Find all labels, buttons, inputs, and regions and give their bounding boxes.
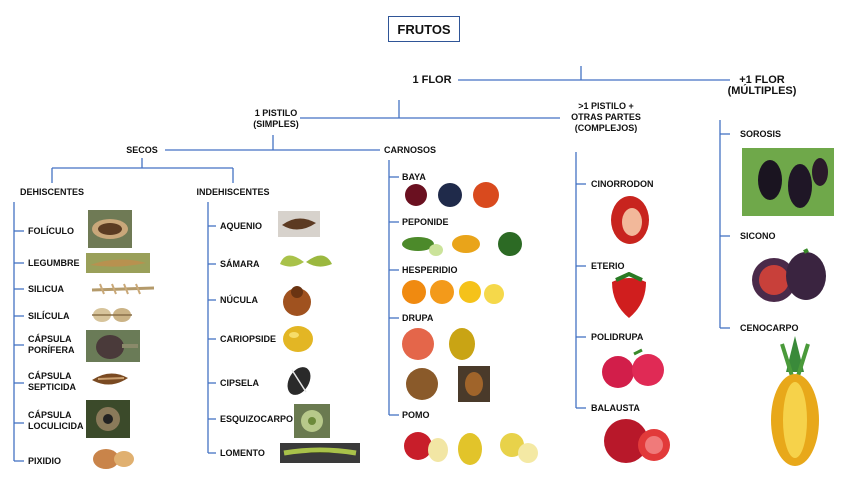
strawberry-image	[606, 272, 652, 320]
rosehip-image	[604, 192, 656, 246]
leaf-esquizocarpo: ESQUIZOCARPO	[220, 414, 293, 425]
sunflower-seed-image	[280, 364, 318, 398]
citrus-image	[400, 278, 508, 306]
leaf-nucula: NÚCULA	[220, 295, 258, 306]
samara-image	[278, 244, 334, 276]
achene-image	[278, 211, 320, 237]
pineapple-image	[768, 336, 822, 468]
loment-image	[280, 443, 360, 463]
node-fleshy: CARNOSOS	[384, 145, 436, 156]
drupes-image	[400, 326, 496, 404]
caryopsis-image	[280, 323, 316, 355]
leaf-hesperidio: HESPERIDIO	[402, 265, 458, 276]
leaf-eterio: ETERIO	[591, 261, 625, 272]
leaf-sicono: SICONO	[740, 231, 776, 242]
leaf-sorosis: SOROSIS	[740, 129, 781, 140]
node-multiple-flowers: +1 FLOR(MÚLTIPLES)	[728, 75, 797, 97]
leaf-pomo: POMO	[402, 410, 430, 421]
node-simple: 1 PISTILO(SIMPLES)	[253, 108, 299, 130]
raspberry-image	[598, 348, 668, 392]
poppy-capsule-image	[86, 330, 140, 362]
leaf-lomento: LOMENTO	[220, 448, 265, 459]
node-dehiscent: DEHISCENTES	[20, 187, 84, 198]
leaf-foliculo: FOLÍCULO	[28, 226, 74, 237]
legume-pod-image	[86, 253, 150, 273]
leaf-cariopside: CARIOPSIDE	[220, 334, 276, 345]
leaf-aquenio: AQUENIO	[220, 221, 262, 232]
cucurbits-image	[400, 230, 526, 258]
leaf-drupa: DRUPA	[402, 313, 433, 324]
leaf-balausta: BALAUSTA	[591, 403, 640, 414]
pyxidium-image	[90, 445, 136, 471]
hazelnut-image	[280, 283, 314, 317]
mulberry-image	[742, 148, 834, 216]
silique-image	[90, 280, 156, 298]
silicle-image	[90, 303, 134, 327]
leaf-legumbre: LEGUMBRE	[28, 258, 80, 269]
loculicidal-capsule-image	[86, 400, 130, 438]
pomegranate-image	[602, 415, 674, 465]
fig-image	[748, 248, 828, 306]
node-complex: >1 PISTILO +OTRAS PARTES(COMPLEJOS)	[571, 101, 641, 134]
leaf-cipsela: CIPSELA	[220, 378, 259, 389]
diagram-title: FRUTOS	[388, 16, 460, 42]
berries-image	[400, 181, 502, 209]
leaf-polidrupa: POLIDRUPA	[591, 332, 643, 343]
leaf-samara: SÁMARA	[220, 259, 260, 270]
schizocarp-image	[294, 404, 330, 438]
leaf-cenocarpo: CENOCARPO	[740, 323, 799, 334]
node-dry: SECOS	[126, 145, 158, 156]
leaf-cinorrodon: CINORRODON	[591, 179, 654, 190]
leaf-silicula: SILÍCULA	[28, 311, 70, 322]
folliculus-image	[88, 210, 132, 248]
leaf-peponide: PEPONIDE	[402, 217, 449, 228]
pome-image	[402, 425, 542, 467]
leaf-silicua: SILICUA	[28, 284, 64, 295]
septicidal-capsule-image	[88, 366, 132, 392]
leaf-pixidio: PIXIDIO	[28, 456, 61, 467]
node-indehiscent: INDEHISCENTES	[196, 187, 269, 198]
node-one-flower: 1 FLOR	[412, 75, 451, 86]
